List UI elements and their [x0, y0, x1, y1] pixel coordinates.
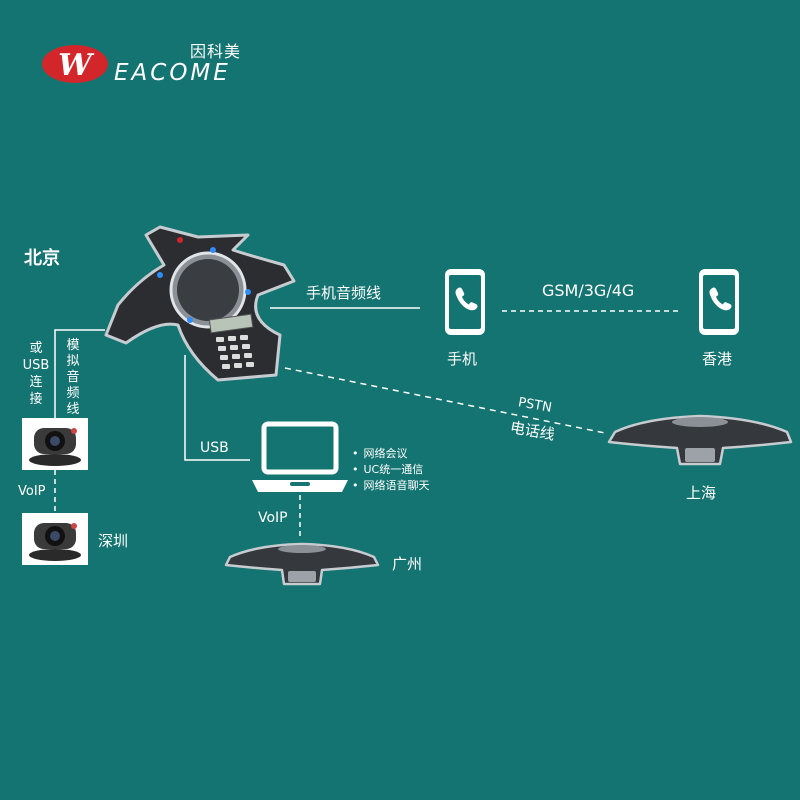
label-analog-char: 拟: [66, 354, 80, 369]
logo-mark-icon: W: [42, 45, 108, 83]
phone-handset-icon: [445, 269, 485, 335]
conference-phone-shanghai: [607, 414, 793, 466]
location-guangzhou: 广州: [392, 555, 423, 573]
video-camera-shenzhen: [22, 513, 88, 565]
brand-en-name: EACOME: [114, 60, 231, 86]
location-shenzhen: 深圳: [98, 532, 129, 550]
label-or-usb-char: 或: [29, 341, 43, 356]
location-beijing: 北京: [24, 248, 60, 269]
conference-phone-main: [104, 225, 296, 382]
label-analog-char: 线: [66, 402, 80, 417]
label-or-usb-char: 连: [29, 375, 43, 390]
label-mobile-network: GSM/3G/4G: [542, 281, 635, 300]
feature-uc: UC统一通信: [352, 462, 430, 478]
phone-device-beijing: [443, 267, 487, 337]
phone-device-hongkong: [697, 267, 741, 337]
label-analog-audio-cable: 模 拟 音 频 线: [64, 338, 82, 418]
laptop-features-list: 网络会议 UC统一通信 网络语音聊天: [352, 446, 430, 494]
label-analog-char: 模: [66, 338, 80, 353]
label-phone-audio-cable: 手机音频线: [306, 284, 382, 302]
label-analog-char: 频: [66, 386, 80, 401]
label-analog-char: 音: [66, 370, 80, 385]
phone-handset-icon: [699, 269, 739, 335]
label-usb: USB: [200, 440, 229, 456]
video-camera-beijing: [22, 418, 88, 470]
feature-web-conference: 网络会议: [352, 446, 430, 462]
location-hongkong: 香港: [702, 350, 733, 368]
label-phone-device: 手机: [447, 350, 478, 368]
label-voip-cameras: VoIP: [18, 484, 46, 499]
label-voip-laptop: VoIP: [258, 510, 288, 526]
feature-voice-chat: 网络语音聊天: [352, 478, 430, 494]
label-or-usb-char: 接: [29, 392, 43, 407]
svg-text:W: W: [58, 48, 95, 83]
brand-cn-name: 因科美: [190, 42, 242, 61]
conference-phone-guangzhou: [224, 542, 380, 586]
label-or-usb-char: USB: [22, 358, 50, 373]
laptop-icon: [252, 421, 348, 492]
brand-logo: W 因科美 EACOME: [40, 38, 250, 88]
label-or-usb: 或 USB 连 接: [20, 340, 52, 408]
location-shanghai: 上海: [686, 484, 717, 502]
